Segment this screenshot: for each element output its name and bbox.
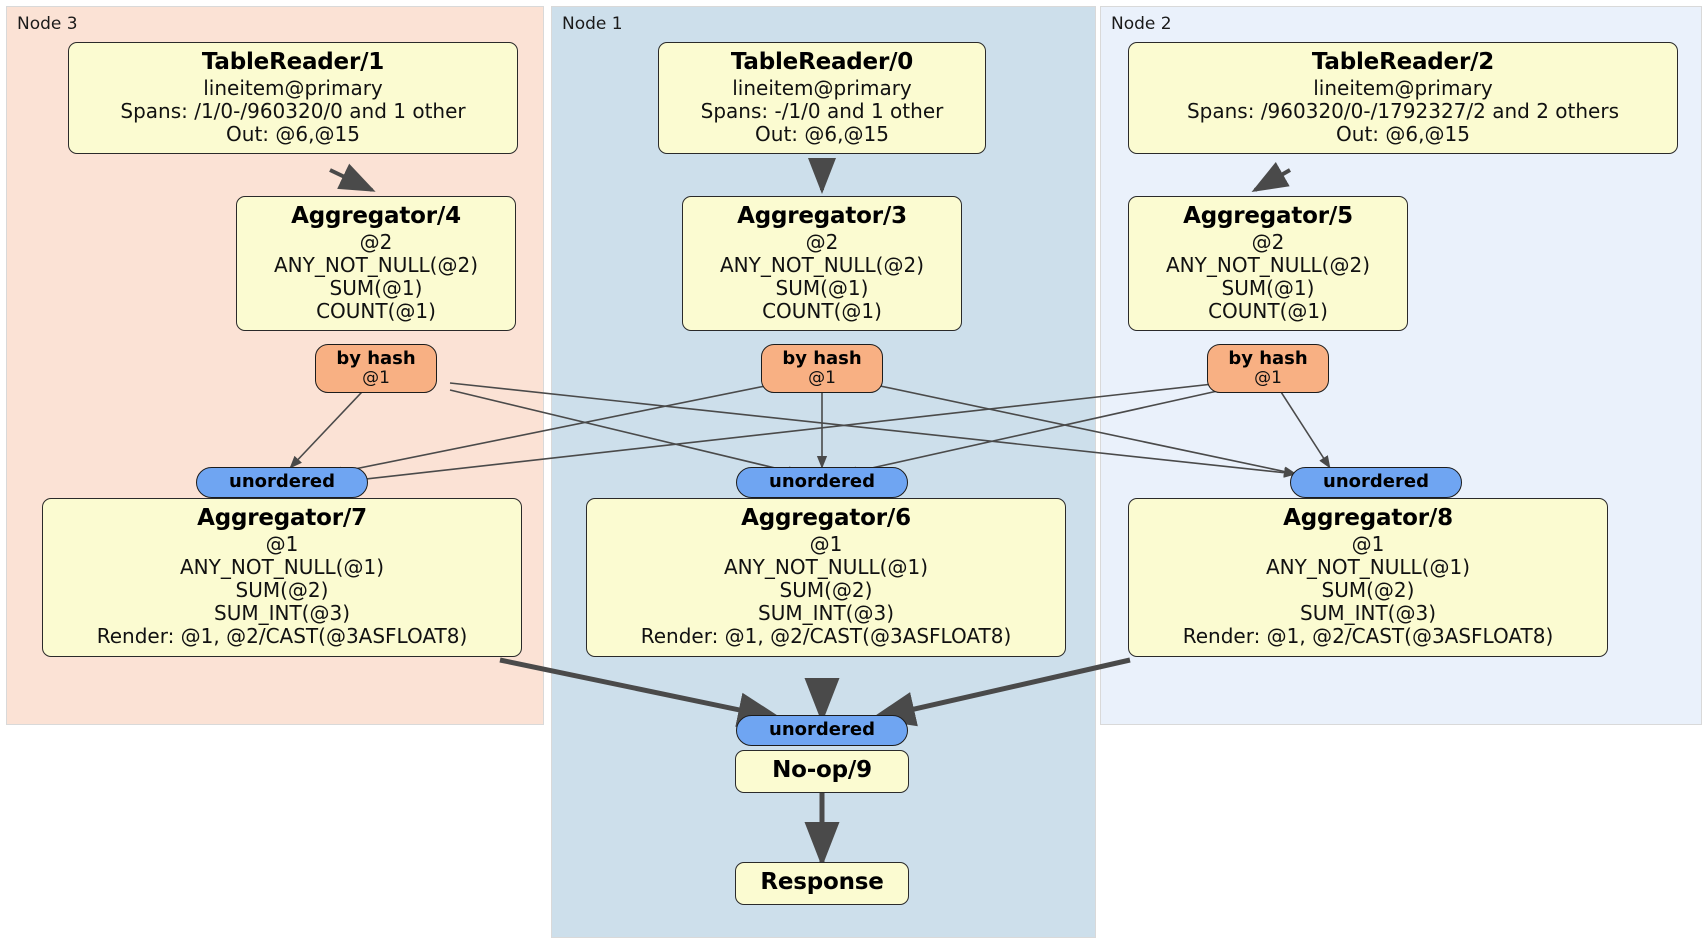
hash-router-aggregator-5[interactable]: by hash @1: [1207, 344, 1329, 394]
node-label-node1: Node 1: [562, 14, 623, 34]
processor-line-table: lineitem@primary: [203, 75, 383, 100]
processor-title: Aggregator/3: [737, 203, 907, 229]
processor-response[interactable]: Response: [735, 862, 909, 905]
processor-line-agg-3: COUNT(@1): [762, 299, 882, 324]
processor-line-render: Render: @1, @2/CAST(@3ASFLOAT8): [640, 624, 1012, 649]
processor-line-agg-2: SUM(@2): [1321, 578, 1415, 603]
processor-title: No-op/9: [772, 757, 872, 783]
processor-line-agg-3: SUM_INT(@3): [1300, 601, 1436, 626]
processor-aggregator-7[interactable]: Aggregator/7 @1 ANY_NOT_NULL(@1) SUM(@2)…: [42, 498, 522, 657]
processor-tablereader-2[interactable]: TableReader/2 lineitem@primary Spans: /9…: [1128, 42, 1678, 155]
processor-aggregator-3[interactable]: Aggregator/3 @2 ANY_NOT_NULL(@2) SUM(@1)…: [682, 196, 962, 332]
processor-title: Aggregator/4: [291, 203, 461, 229]
processor-line-agg-2: SUM(@1): [775, 276, 869, 301]
unordered-synchronizer-aggregator-8[interactable]: unordered: [1290, 467, 1462, 498]
sync-kind-label: unordered: [769, 719, 875, 740]
processor-line-agg-3: SUM_INT(@3): [214, 601, 350, 626]
hash-router-aggregator-4[interactable]: by hash @1: [315, 344, 437, 394]
processor-line-out: Out: @6,@15: [1336, 122, 1470, 147]
processor-line-spans: Spans: /1/0-/960320/0 and 1 other: [120, 98, 466, 123]
processor-line-agg-1: ANY_NOT_NULL(@2): [1166, 252, 1370, 277]
unordered-synchronizer-aggregator-6[interactable]: unordered: [736, 467, 908, 498]
processor-line-agg-1: ANY_NOT_NULL(@2): [720, 252, 924, 277]
processor-line-spans: Spans: /960320/0-/1792327/2 and 2 others: [1186, 98, 1619, 123]
node-label-node2: Node 2: [1111, 14, 1172, 34]
processor-line-groupcol: @2: [805, 229, 839, 254]
processor-noop-9[interactable]: No-op/9: [735, 750, 909, 793]
processor-title: Aggregator/5: [1183, 203, 1353, 229]
sync-kind-label: unordered: [1323, 471, 1429, 492]
processor-title: TableReader/0: [730, 49, 914, 75]
processor-line-out: Out: @6,@15: [226, 122, 360, 147]
unordered-synchronizer-noop-9[interactable]: unordered: [736, 715, 908, 746]
processor-line-agg-1: ANY_NOT_NULL(@1): [180, 554, 384, 579]
processor-line-table: lineitem@primary: [732, 75, 912, 100]
processor-line-render: Render: @1, @2/CAST(@3ASFLOAT8): [1182, 624, 1554, 649]
router-kind-label: by hash: [1228, 348, 1308, 369]
processor-aggregator-6[interactable]: Aggregator/6 @1 ANY_NOT_NULL(@1) SUM(@2)…: [586, 498, 1066, 657]
processor-line-agg-2: SUM(@1): [1221, 276, 1315, 301]
sync-kind-label: unordered: [229, 471, 335, 492]
processor-line-groupcol: @1: [1351, 531, 1385, 556]
processor-tablereader-0[interactable]: TableReader/0 lineitem@primary Spans: -/…: [658, 42, 986, 155]
processor-line-groupcol: @2: [1251, 229, 1285, 254]
processor-line-groupcol: @1: [265, 531, 299, 556]
processor-line-out: Out: @6,@15: [755, 122, 889, 147]
processor-line-render: Render: @1, @2/CAST(@3ASFLOAT8): [96, 624, 468, 649]
router-kind-label: by hash: [336, 348, 416, 369]
processor-line-agg-3: SUM_INT(@3): [758, 601, 894, 626]
processor-line-spans: Spans: -/1/0 and 1 other: [700, 98, 944, 123]
router-column-label: @1: [1254, 367, 1282, 388]
processor-line-table: lineitem@primary: [1313, 75, 1493, 100]
processor-line-agg-1: ANY_NOT_NULL(@2): [274, 252, 478, 277]
processor-title: Aggregator/6: [741, 505, 911, 531]
processor-line-agg-2: SUM(@2): [779, 578, 873, 603]
processor-title: Aggregator/7: [197, 505, 367, 531]
processor-title: Aggregator/8: [1283, 505, 1453, 531]
router-kind-label: by hash: [782, 348, 862, 369]
unordered-synchronizer-aggregator-7[interactable]: unordered: [196, 467, 368, 498]
processor-line-agg-3: COUNT(@1): [1208, 299, 1328, 324]
hash-router-aggregator-3[interactable]: by hash @1: [761, 344, 883, 394]
router-column-label: @1: [362, 367, 390, 388]
processor-line-agg-2: SUM(@1): [329, 276, 423, 301]
processor-title: TableReader/1: [201, 49, 385, 75]
processor-line-agg-3: COUNT(@1): [316, 299, 436, 324]
router-column-label: @1: [808, 367, 836, 388]
processor-line-agg-1: ANY_NOT_NULL(@1): [724, 554, 928, 579]
processor-tablereader-1[interactable]: TableReader/1 lineitem@primary Spans: /1…: [68, 42, 518, 155]
sync-kind-label: unordered: [769, 471, 875, 492]
processor-aggregator-4[interactable]: Aggregator/4 @2 ANY_NOT_NULL(@2) SUM(@1)…: [236, 196, 516, 332]
processor-title: TableReader/2: [1311, 49, 1495, 75]
processor-aggregator-5[interactable]: Aggregator/5 @2 ANY_NOT_NULL(@2) SUM(@1)…: [1128, 196, 1408, 332]
processor-aggregator-8[interactable]: Aggregator/8 @1 ANY_NOT_NULL(@1) SUM(@2)…: [1128, 498, 1608, 657]
processor-line-groupcol: @2: [359, 229, 393, 254]
node-label-node3: Node 3: [17, 14, 78, 34]
processor-line-groupcol: @1: [809, 531, 843, 556]
processor-line-agg-2: SUM(@2): [235, 578, 329, 603]
processor-line-agg-1: ANY_NOT_NULL(@1): [1266, 554, 1470, 579]
processor-title: Response: [760, 869, 884, 895]
